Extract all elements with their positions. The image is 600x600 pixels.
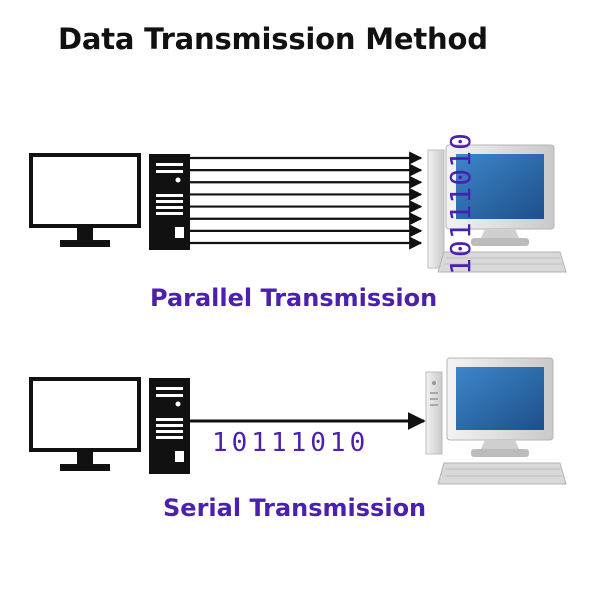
parallel-arrows [190,151,423,250]
monitor-icon [29,377,141,471]
page-title: Data Transmission Method [58,22,488,56]
desktop-computer-icon [425,357,567,485]
desktop-computer-icon [427,144,567,273]
tower-icon [149,378,190,474]
parallel-bits-text: 10111010 [444,132,477,275]
tower-icon [149,154,190,250]
serial-transmission-label: Serial Transmission [163,494,427,522]
parallel-transmission-label: Parallel Transmission [150,284,438,312]
monitor-icon [29,153,141,247]
parallel-bits: 10111010 [410,95,477,275]
serial-bits: 10111010 [212,428,370,458]
